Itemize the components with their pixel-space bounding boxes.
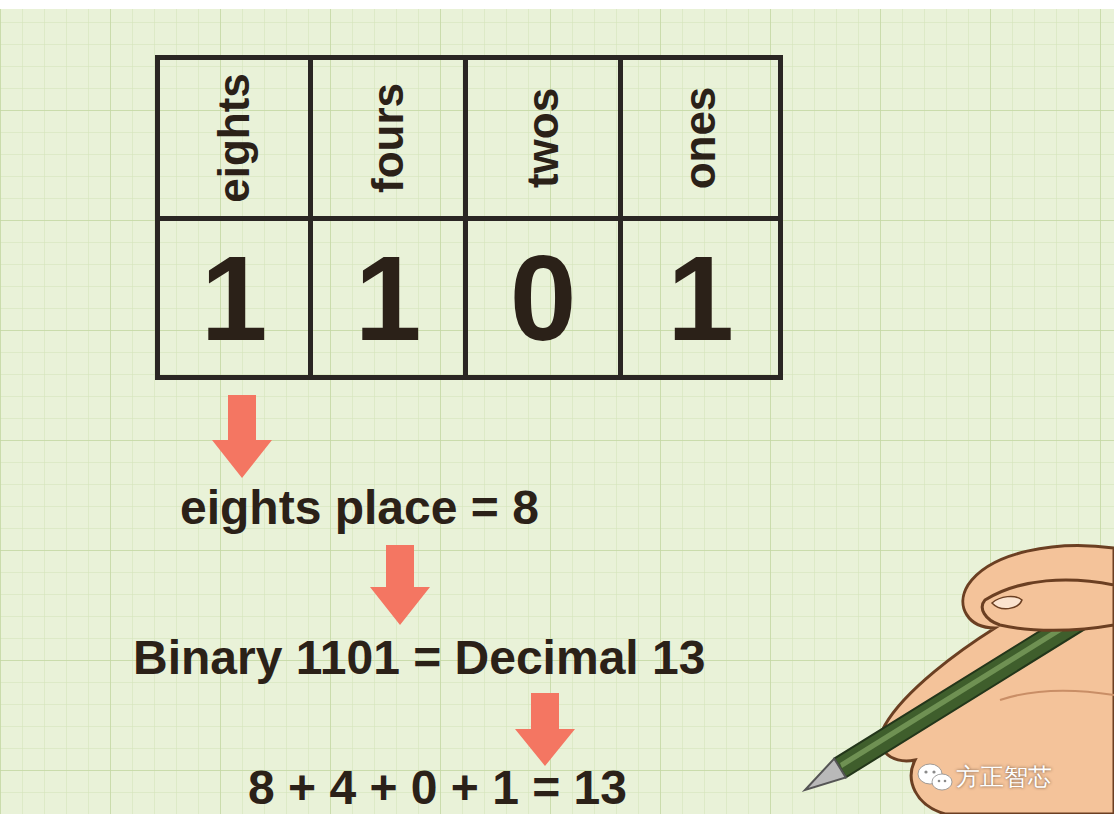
sum-formula: 8 + 4 + 0 + 1 = 13 [248,764,627,812]
wechat-icon [918,764,952,790]
place-name: ones [678,87,722,190]
down-arrow [370,545,430,625]
bit-value-cell: 0 [463,216,623,380]
thumbnail [992,596,1022,608]
place-header-cell: twos [463,55,623,221]
down-arrow [212,395,272,478]
place-header-cell: ones [618,55,783,221]
place-header-cell: fours [308,55,468,221]
bit-digit: 0 [510,238,577,358]
down-arrow [515,693,575,766]
bit-value-cell: 1 [155,216,313,380]
place-value-note: eights place = 8 [180,484,539,532]
bit-value-cell: 1 [308,216,468,380]
bit-digit: 1 [201,238,268,358]
hand-drawing [805,546,1114,814]
thumb [982,580,1114,630]
bit-digit: 1 [667,238,734,358]
top-strip [0,0,1114,9]
bit-digit: 1 [355,238,422,358]
conversion-result: Binary 1101 = Decimal 13 [133,634,705,682]
watermark: 方正智芯 [956,765,1052,789]
pen-tip [805,759,846,790]
place-name: fours [366,83,410,193]
place-name: eights [212,73,256,203]
bit-value-cell: 1 [618,216,783,380]
place-name: twos [521,88,565,188]
finger-crease [1000,691,1114,700]
place-header-cell: eights [155,55,313,221]
